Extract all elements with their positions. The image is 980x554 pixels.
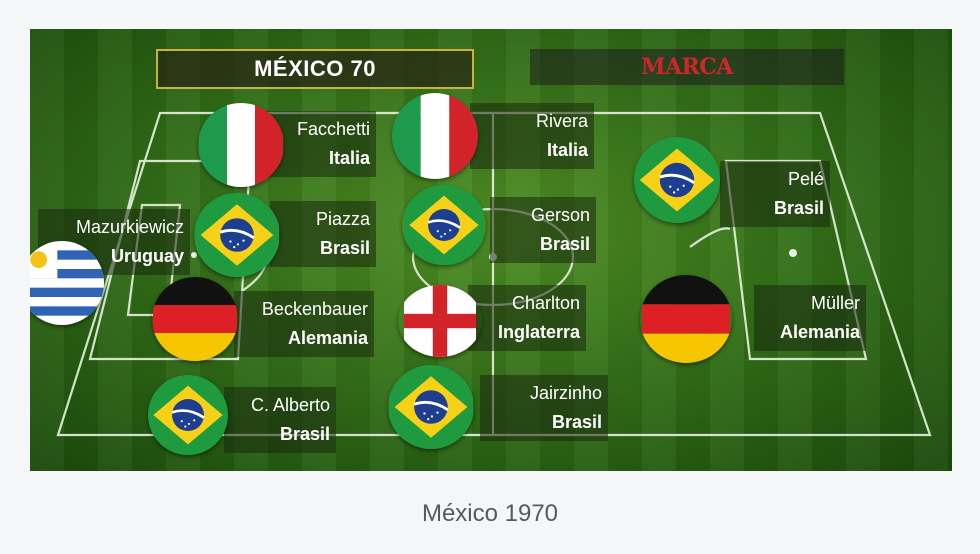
player-name: Jairzinho (529, 383, 602, 403)
player-country: Inglaterra (497, 322, 580, 342)
brazil-flag-icon (634, 137, 720, 223)
italy-flag-icon (198, 103, 284, 187)
germany-flag-icon (152, 277, 238, 361)
player-country: Brasil (551, 412, 602, 432)
player-name: Rivera (535, 111, 588, 131)
player-country: Alemania (287, 328, 368, 348)
player-card: Müller Alemania (754, 285, 866, 351)
graphic-title: MÉXICO 70 (156, 49, 474, 89)
player-name: C. Alberto (250, 395, 330, 415)
player-name: Gerson (530, 205, 590, 225)
player-country: Brasil (539, 234, 590, 254)
player-country: Uruguay (110, 246, 184, 266)
brazil-flag-icon (402, 185, 486, 265)
player-name: Piazza (315, 209, 370, 229)
player-card: Rivera Italia (470, 103, 594, 169)
player-card: Piazza Brasil (270, 201, 376, 267)
player-country: Italia (328, 148, 370, 168)
player-country: Brasil (773, 198, 824, 218)
germany-flag-icon (640, 275, 732, 363)
lineup-graphic: MÉXICO 70 MARCA Facchetti Italia Rivera … (30, 29, 952, 471)
player-country: Brasil (319, 238, 370, 258)
player-card: Charlton Inglaterra (468, 285, 586, 351)
brazil-flag-icon (388, 365, 474, 449)
brazil-flag-icon (194, 193, 280, 277)
italy-flag-icon (392, 93, 478, 179)
player-name: Facchetti (296, 119, 370, 139)
player-name: Beckenbauer (261, 299, 368, 319)
player-card: Jairzinho Brasil (480, 375, 608, 441)
player-card: C. Alberto Brasil (224, 387, 336, 453)
player-name: Mazurkiewicz (75, 217, 184, 237)
player-card: Gerson Brasil (490, 197, 596, 263)
player-name: Pelé (787, 169, 824, 189)
player-card: Beckenbauer Alemania (234, 291, 374, 357)
player-country: Italia (546, 140, 588, 160)
player-name: Müller (810, 293, 860, 313)
player-card: Pelé Brasil (720, 161, 830, 227)
brazil-flag-icon (148, 375, 228, 455)
player-country: Brasil (279, 424, 330, 444)
player-country: Alemania (779, 322, 860, 342)
player-name: Charlton (511, 293, 580, 313)
figure-caption: México 1970 (421, 500, 559, 527)
brand-logo: MARCA (530, 49, 844, 85)
england-flag-icon (398, 285, 482, 357)
